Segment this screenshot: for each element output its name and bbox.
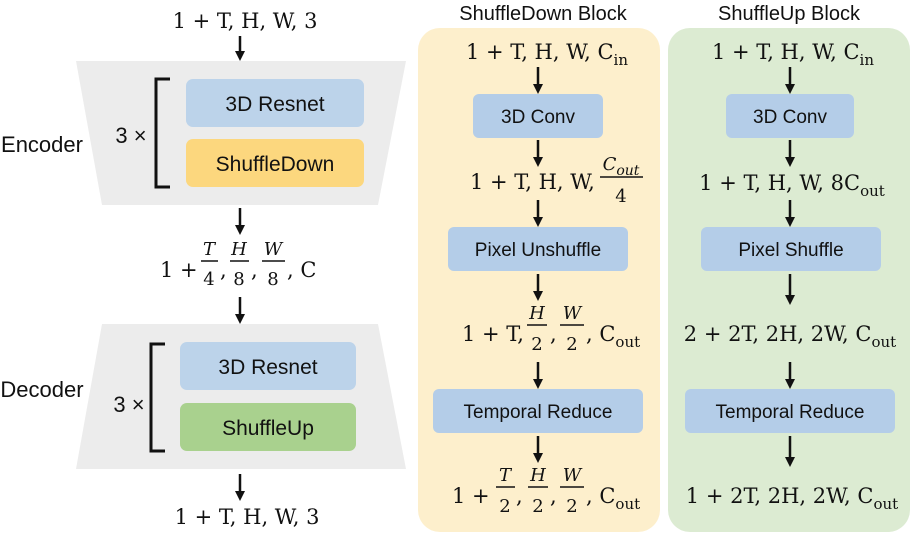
latent-f2-den: 8 (233, 269, 244, 290)
shuffleup-title: ShuffleUp Block (718, 3, 861, 25)
latent-f1-den: 4 (203, 269, 214, 290)
sd-shape-4-f2-den: 2 (532, 496, 543, 517)
output-shape: 1 + T, H, W, 3 (175, 505, 320, 529)
sd-shape-4-f3-num: W (563, 465, 583, 486)
decoder-label: Decoder (0, 377, 83, 402)
sd-shape-1-text: 1 + T, H, W, Cin (466, 40, 628, 69)
sd-shape-4-f3-den: 2 (566, 496, 577, 517)
sd-shape-4-prefix: 1 + (452, 484, 490, 508)
latent-f2-num: H (230, 239, 247, 260)
sd-conv-box (473, 94, 603, 138)
sd-unshuffle-label: Pixel Unshuffle (475, 240, 601, 261)
su-shape-1: 1 + T, H, W, Cin (712, 40, 874, 69)
su-shape-2: 1 + T, H, W, 8Cout (699, 171, 885, 200)
su-shape-4: 1 + 2T, 2H, 2W, Cout (686, 484, 898, 513)
latent-prefix: 1 + (160, 258, 198, 282)
sd-conv-label: 3D Conv (501, 107, 575, 128)
su-temporal-box (685, 389, 895, 433)
encoder-repeat: 3 × (115, 123, 146, 148)
sd-shape-1: 1 + T, H, W, Cin (466, 40, 628, 69)
sd-unshuffle-box (448, 227, 628, 271)
encoder-shuffledown-box (186, 139, 364, 187)
sd-shape-4: 1 + T 2 , H 2 , W 2 , Cout (452, 465, 640, 517)
sd-shape-2: 1 + T, H, W, Cout 4 (470, 154, 643, 207)
sd-shape-4-f1-den: 2 (499, 496, 510, 517)
shuffledown-title: ShuffleDown Block (459, 3, 628, 25)
sd-shape-3-suffix: , Cout (586, 322, 640, 351)
latent-comma-2: , (251, 258, 258, 282)
latent-shape: 1 + T 4 , H 8 , W 8 , C (160, 239, 316, 290)
su-shape-3: 2 + 2T, 2H, 2W, Cout (684, 322, 896, 351)
latent-f3-den: 8 (267, 269, 278, 290)
sd-shape-4-suffix: , Cout (586, 484, 640, 513)
latent-comma-1: , (220, 258, 227, 282)
sd-shape-2-den: 4 (615, 186, 626, 207)
sd-shape-3-prefix: 1 + T, (462, 322, 524, 346)
latent-f1-num: T (203, 239, 217, 260)
encoder-shuffledown-label: ShuffleDown (216, 153, 335, 176)
sd-shape-3-f1-num: H (528, 303, 545, 324)
sd-shape-3-comma: , (550, 322, 557, 346)
sd-shape-3: 1 + T, H 2 , W 2 , Cout (462, 303, 640, 355)
decoder-shuffleup-label: ShuffleUp (222, 417, 314, 440)
sd-shape-4-f1-num: T (499, 465, 513, 486)
decoder-shuffleup-box (180, 403, 356, 451)
decoder-bracket (149, 342, 165, 453)
encoder-bracket (154, 77, 170, 189)
sd-shape-4-comma-2: , (550, 484, 557, 508)
su-conv-label: 3D Conv (753, 107, 827, 128)
sd-temporal-box (433, 389, 643, 433)
su-temporal-label: Temporal Reduce (716, 402, 865, 423)
sd-temporal-label: Temporal Reduce (464, 402, 613, 423)
sd-shape-4-f2-num: H (529, 465, 546, 486)
input-shape: 1 + T, H, W, 3 (173, 9, 318, 33)
sd-shape-3-f2-num: W (563, 303, 583, 324)
su-conv-box (726, 94, 854, 138)
su-pixelshuffle-box (701, 227, 881, 271)
sd-shape-2-num: Cout (603, 154, 640, 179)
latent-suffix: , C (287, 258, 316, 282)
sd-shape-3-f2-den: 2 (566, 334, 577, 355)
encoder-resnet-label: 3D Resnet (225, 93, 324, 116)
sd-shape-3-f1-den: 2 (531, 334, 542, 355)
su-pixelshuffle-label: Pixel Shuffle (738, 240, 843, 261)
sd-shape-2-prefix: 1 + T, H, W, (470, 170, 595, 194)
latent-f3-num: W (264, 239, 284, 260)
decoder-resnet-label: 3D Resnet (218, 356, 317, 379)
encoder-resnet-box (186, 79, 364, 127)
encoder-label: Encoder (1, 132, 83, 157)
decoder-repeat: 3 × (113, 392, 144, 417)
sd-shape-4-comma-1: , (516, 484, 523, 508)
decoder-resnet-box (180, 342, 356, 390)
